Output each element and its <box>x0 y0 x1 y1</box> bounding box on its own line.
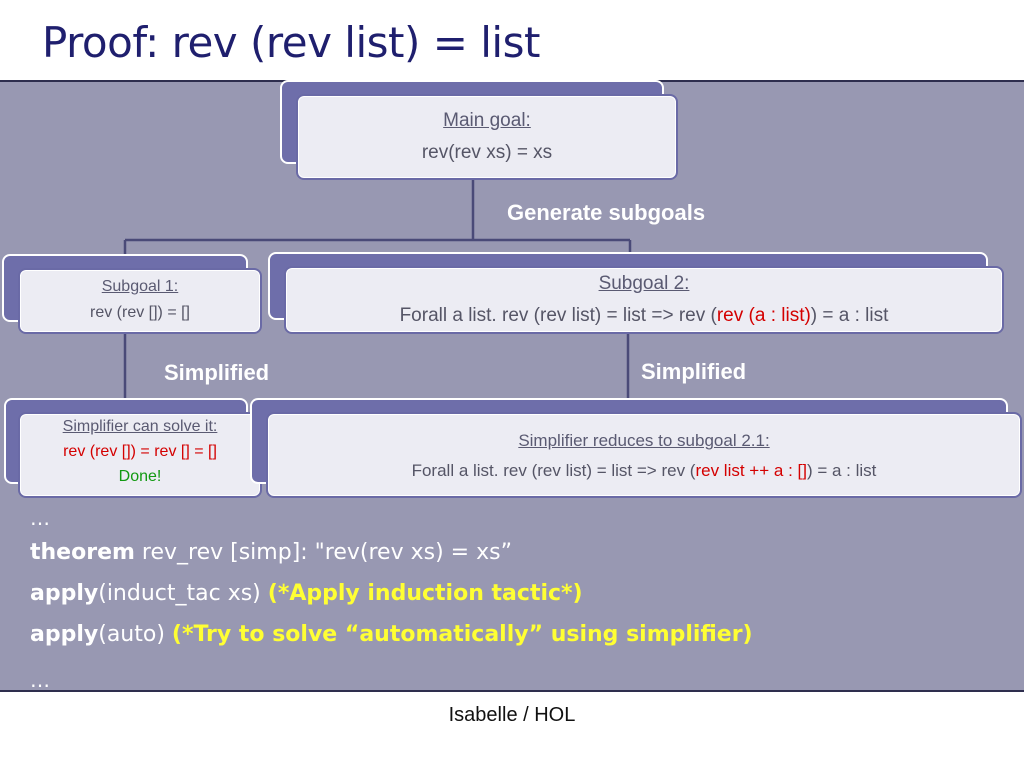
apply-auto-comment: (*Try to solve “automatically” using sim… <box>171 622 753 647</box>
page-title: Proof: rev (rev list) = list <box>42 18 540 67</box>
solve-heading: Simplifier can solve it: <box>62 418 218 435</box>
code-line-apply-induct: apply(induct_tac xs) (*Apply induction t… <box>30 581 583 606</box>
reduce-heading: Simplifier reduces to subgoal 2.1: <box>518 431 770 450</box>
subgoal1-text: rev (rev []) = [] <box>89 304 190 321</box>
generate-subgoals-label: Generate subgoals <box>507 200 706 225</box>
keyword-apply-2: apply <box>30 622 99 647</box>
reduce-box: Simplifier reduces to subgoal 2.1: Foral… <box>266 412 1022 498</box>
subgoal1-box: Subgoal 1: rev (rev []) = [] <box>18 268 262 334</box>
code-line-theorem: theorem rev_rev [simp]: "rev(rev xs) = x… <box>30 540 512 565</box>
apply-induct-args: (induct_tac xs) <box>98 581 268 606</box>
main-goal-heading: Main goal: <box>443 110 531 131</box>
subgoal1-heading: Subgoal 1: <box>101 278 179 295</box>
reduce-text: Forall a list. rev (rev list) = list => … <box>268 461 1020 481</box>
subgoal2-text: Forall a list. rev (rev list) = list => … <box>286 305 1002 327</box>
reduce-text-highlight: rev list ++ a : [] <box>695 461 807 480</box>
subgoal2-text-before: Forall a list. rev (rev list) = list => … <box>399 305 717 326</box>
reduce-text-after: ) = a : list <box>806 461 877 480</box>
keyword-theorem: theorem <box>30 540 135 565</box>
code-ellipsis-bottom: … <box>30 668 50 692</box>
subgoal2-text-highlight: rev (a : list) <box>716 305 811 326</box>
subgoal2-heading: Subgoal 2: <box>598 273 690 294</box>
apply-auto-args: (auto) <box>98 622 172 647</box>
subgoal2-box: Subgoal 2: Forall a list. rev (rev list)… <box>284 266 1004 334</box>
apply-induct-comment: (*Apply induction tactic*) <box>267 581 583 606</box>
reduce-text-before: Forall a list. rev (rev list) = list => … <box>411 461 696 480</box>
simplified-left-label: Simplified <box>164 360 270 385</box>
subgoal2-text-after: ) = a : list <box>810 305 889 326</box>
code-ellipsis-top: … <box>30 506 50 530</box>
simplified-right-label: Simplified <box>641 359 747 384</box>
solve-box: Simplifier can solve it: rev (rev []) = … <box>18 412 262 498</box>
solve-done: Done! <box>118 468 162 485</box>
main-goal-text: rev(rev xs) = xs <box>421 142 553 163</box>
main-goal-box: Main goal: rev(rev xs) = xs <box>296 94 678 180</box>
code-line-apply-auto: apply(auto) (*Try to solve “automaticall… <box>30 622 753 647</box>
theorem-statement: rev_rev [simp]: "rev(rev xs) = xs” <box>134 540 512 565</box>
keyword-apply-1: apply <box>30 581 99 606</box>
solve-text: rev (rev []) = rev [] = [] <box>63 443 217 460</box>
footer-caption: Isabelle / HOL <box>448 704 576 726</box>
content-panel <box>0 80 1024 692</box>
